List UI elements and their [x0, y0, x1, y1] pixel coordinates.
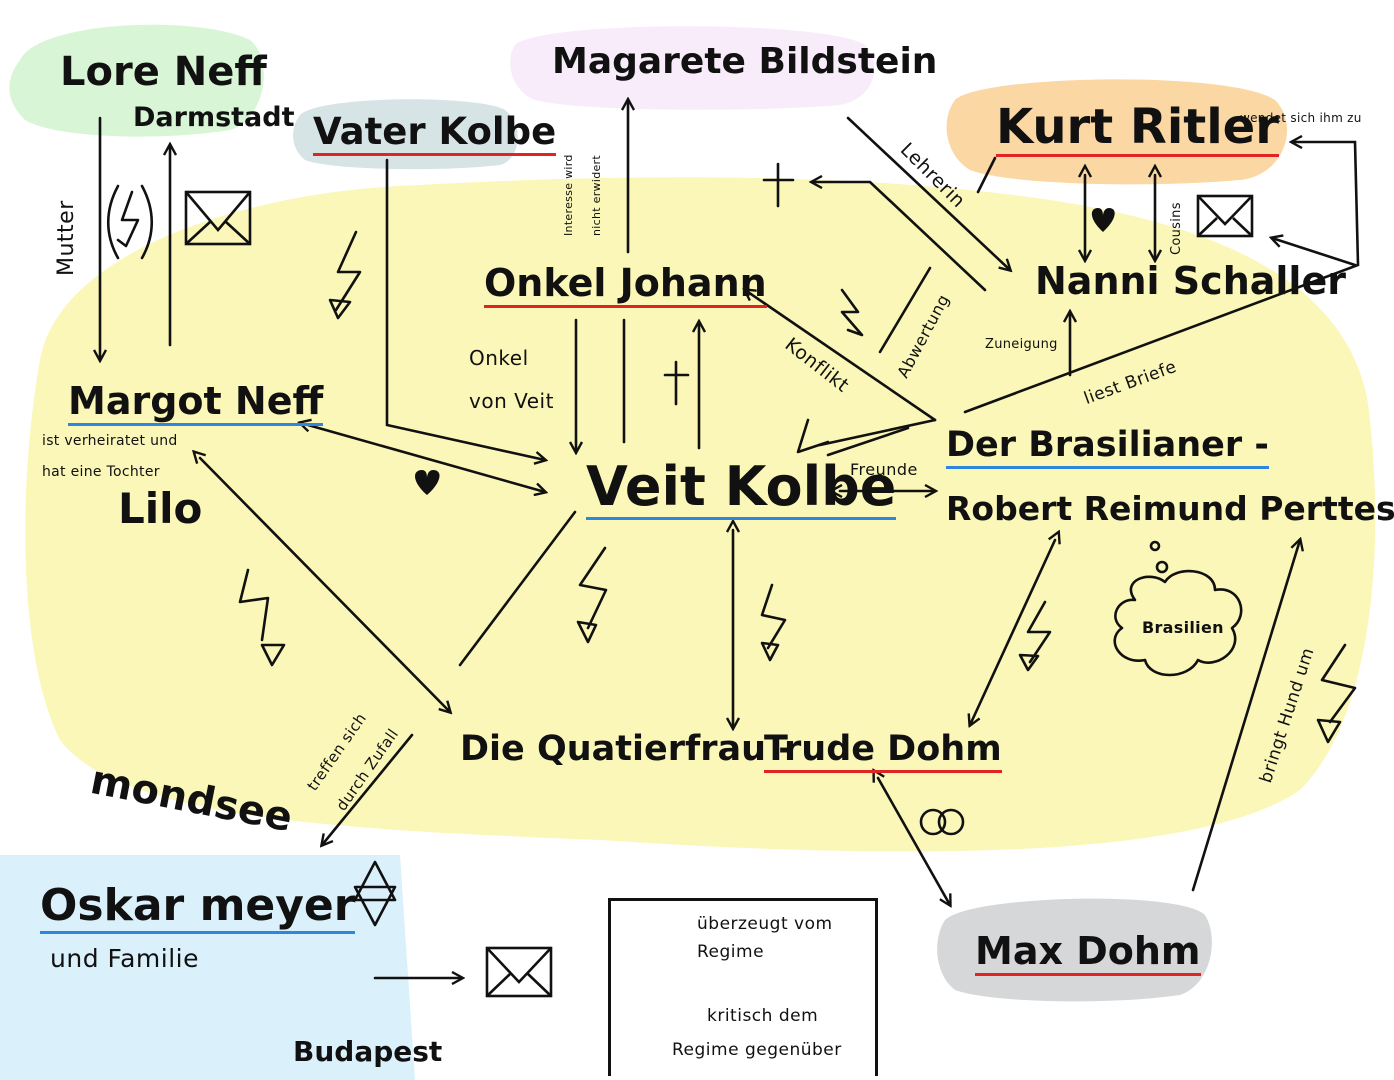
arrow-lehrerin — [846, 116, 1010, 270]
star-of-david-icon — [353, 860, 397, 927]
onkel-von-label-line1: Onkel — [469, 346, 529, 370]
thought-bubble — [1155, 560, 1169, 574]
kurt-ritler-blob — [946, 79, 1288, 185]
robert-reimund-perttes-label: Robert Reimund Perttes — [946, 489, 1394, 528]
cross-icon — [663, 360, 690, 406]
kurt-ritler-label: Kurt Ritler — [996, 99, 1279, 157]
interesse-label-line2: nicht erwidert — [590, 155, 603, 236]
interesse-label-line1: Interesse wird — [562, 154, 575, 236]
lightning-icon — [578, 546, 608, 630]
lightning-icon — [238, 568, 270, 642]
budapest-label: Budapest — [293, 1035, 443, 1068]
line-konflikt-tail — [818, 418, 937, 447]
lore-neff-label: Lore Neff — [60, 49, 267, 95]
nanni-schaller-label: Nanni Schaller — [1035, 259, 1346, 303]
arrow-vater-to-veit — [385, 158, 545, 460]
lightning-icon — [328, 298, 352, 320]
cross-icon — [762, 162, 795, 208]
vater-kolbe-label: Vater Kolbe — [313, 113, 557, 156]
heart-icon — [1091, 208, 1115, 232]
onkel-johann-label: Onkel Johann — [484, 264, 767, 308]
mutter-label: Mutter — [54, 200, 79, 276]
envelope-icon — [1196, 194, 1254, 238]
lightning-icon — [334, 230, 362, 312]
arrow-perttes-quartier — [970, 540, 1055, 725]
thought-bubble — [1149, 540, 1161, 552]
onkel-von-label-line2: von Veit — [469, 389, 554, 413]
line-brasilianer-veit — [826, 426, 910, 457]
brasilianer-label: Der Brasilianer - — [946, 428, 1269, 469]
lightning-icon — [760, 641, 780, 662]
lilo-label: Lilo — [118, 484, 203, 533]
brasilien-label: Brasilien — [1142, 618, 1224, 637]
wedding-rings-icon — [919, 808, 947, 836]
veit-kolbe-label: Veit Kolbe — [586, 455, 897, 520]
arrow-to-envelope — [1272, 238, 1357, 267]
legend-red-label-line1: überzeugt vom — [697, 914, 833, 934]
lore-neff-blob — [9, 24, 264, 137]
envelope-icon — [184, 190, 252, 246]
cousins-label: Cousins — [1169, 202, 1184, 255]
envelope-icon — [485, 946, 553, 998]
heart-icon — [415, 470, 440, 495]
arrow-to-cross — [812, 182, 987, 292]
arrow-margot-quartier — [200, 458, 450, 712]
quatierfrau-label: Die Quatierfrau - — [460, 729, 793, 769]
darmstadt-label: Darmstadt — [133, 102, 295, 133]
line-veit-down — [458, 510, 577, 667]
lightning-icon — [1320, 643, 1357, 724]
lightning-icon — [260, 643, 286, 667]
margot-note-line2: hat eine Tochter — [42, 464, 160, 480]
lightning-icon — [1026, 600, 1052, 664]
zuneigung-label: Zuneigung — [985, 337, 1058, 352]
wendet-sich-label: wendet sich ihm zu — [1240, 111, 1362, 125]
trude-dohm-label: Trude Dohm — [764, 732, 1002, 773]
legend-blue-label-line1: kritisch dem — [707, 1006, 819, 1026]
und-familie-label: und Familie — [50, 944, 199, 973]
line-kurt-lehrerin — [976, 156, 997, 194]
legend-blue-label-line2: Regime gegenüber — [672, 1040, 842, 1060]
arrow-bringt-hund-um — [1191, 540, 1300, 892]
magarete-bildstein-label: Magarete Bildstein — [552, 41, 938, 82]
wedding-rings-icon — [937, 808, 965, 836]
line-abwertung — [878, 266, 932, 354]
magarete-blob — [510, 26, 875, 110]
margot-neff-label: Margot Neff — [68, 382, 324, 426]
lightning-bracket — [140, 184, 153, 260]
lightning-icon — [840, 288, 864, 337]
arrow-to-oskar — [322, 733, 414, 845]
arrow-konflikt-head — [796, 418, 830, 454]
budapest-region — [0, 855, 415, 1080]
freunde-label: Freunde — [850, 460, 918, 479]
legend-red-label-line2: Regime — [697, 942, 765, 962]
lightning-icon — [1316, 718, 1342, 744]
vater-kolbe-blob — [293, 99, 518, 170]
lightning-bracket — [107, 184, 120, 260]
arrow-trude-max — [878, 778, 950, 905]
lightning-icon — [576, 620, 598, 644]
thought-cloud-icon — [1113, 569, 1243, 677]
arrow-konflikt — [745, 290, 937, 422]
margot-note-line1: ist verheiratet und — [42, 433, 178, 449]
oskar-meyer-label: Oskar meyer — [40, 884, 356, 934]
lightning-icon — [1018, 653, 1040, 672]
lightning-icon — [760, 583, 787, 650]
legend — [608, 898, 878, 1076]
lightning-icon — [116, 190, 140, 248]
max-dohm-label: Max Dohm — [975, 932, 1201, 976]
arrow-liest-briefe — [963, 142, 1360, 414]
